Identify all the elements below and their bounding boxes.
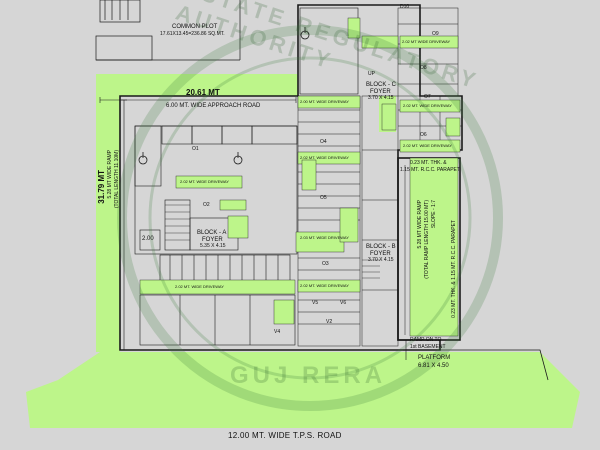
slot-o7: O7 <box>424 94 431 100</box>
slot-up: UP <box>368 71 375 77</box>
common-plot-block <box>95 0 241 61</box>
common-plot-title: COMMON PLOT <box>172 24 218 30</box>
dim-approach-width: 20.61 MT <box>186 88 220 97</box>
slot-v2: V2 <box>326 319 333 325</box>
slot-o2: O2 <box>203 202 210 208</box>
block-a <box>134 125 298 346</box>
driveway-label: 2.00 MT. WIDE DRIVEWAY <box>300 99 349 104</box>
watermark-text-bottom: GUJ RERA <box>230 362 387 389</box>
parapet-top-2: 1.15 MT. R.C.C. PARAPET <box>400 167 460 173</box>
ramp-note-1: RAMP ON TO <box>410 337 442 343</box>
ramp-right-label: 5.28 MT WIDE RAMP <box>417 200 423 249</box>
platform-name: PLATFORM <box>418 355 451 361</box>
ramp-note-2: 1st BASEMENT <box>410 344 446 350</box>
slot-v6: V6 <box>340 300 347 306</box>
road-label: 12.00 MT. WIDE T.P.S. ROAD <box>228 431 342 440</box>
slot-d10: D10 <box>400 4 410 10</box>
common-plot-area: 17.61X13.45=236.86 SQ.MT. <box>160 31 225 37</box>
block-b-name: BLOCK - B <box>366 244 396 250</box>
slot-o5: O5 <box>320 195 327 201</box>
slot-o8: O8 <box>420 65 427 71</box>
block-b-foyer: FOYER <box>370 251 391 257</box>
driveway-label: 2.02 MT. WIDE DRIVEWAY <box>403 143 452 148</box>
block-b-size: 3.70 X 4.15 <box>368 257 394 263</box>
block-a-foyer: FOYER <box>202 237 223 243</box>
dim-left-ramp: 5.28 MT WIDE RAMP <box>107 150 113 199</box>
wheelchair-icon <box>138 27 310 165</box>
stair <box>165 204 380 279</box>
platform-size: 6.81 X 4.50 <box>418 363 449 369</box>
slot-v4: V4 <box>274 329 281 335</box>
green-highlights <box>139 17 461 337</box>
slot-o6: O6 <box>420 132 427 138</box>
driveway-label: 2.02 MT. WIDE DRIVEWAY <box>175 284 224 289</box>
block-a-size: 5.35 X 4.15 <box>200 243 226 249</box>
block-c-foyer: FOYER <box>370 89 391 95</box>
driveway-label: 2.02 MT. WIDE DRIVEWAY <box>403 103 452 108</box>
slot-o1: O1 <box>192 146 199 152</box>
dim-left-ramp-len: (TOTAL LENGTH 11.10M) <box>114 150 120 209</box>
platform <box>400 349 549 381</box>
parapet-bottom: 0.23 MT. THK. & 1.15 MT. R.C.C. PARAPET <box>451 220 457 318</box>
driveway-label: 2.02 MT. WIDE DRIVEWAY <box>300 155 349 160</box>
driveway-label: 2.02 MT WIDE DRIVEWAY <box>402 39 451 44</box>
driveway-label: 2.02 MT. WIDE DRIVEWAY <box>180 179 229 184</box>
block-a-name: BLOCK - A <box>197 230 227 236</box>
driveway-label: 2.03 MT. WIDE DRIVEWAY <box>300 235 349 240</box>
driveway-label: 2.02 MT. WIDE DRIVEWAY <box>300 283 349 288</box>
parapet-top: 0.23 MT. THK. & <box>410 160 447 166</box>
rera-watermark <box>117 25 503 411</box>
dim-2-00: 2.00 <box>142 236 154 242</box>
block-c-size: 3.70 X 4.15 <box>368 95 394 101</box>
ramp-right-length: (TOTAL RAMP LENGTH 15.00 MT) <box>424 200 430 279</box>
slot-o9: O9 <box>432 31 439 37</box>
ramp-right-slope: SLOPE - 1:7 <box>431 200 437 229</box>
slot-o4: O4 <box>320 139 327 145</box>
slot-v5: V5 <box>312 300 319 306</box>
dim-left-main: 31.79 MT <box>97 170 106 204</box>
dimension-lines <box>99 97 407 360</box>
approach-road-label: 6.00 MT. WIDE APPROACH ROAD <box>166 103 261 109</box>
block-c-name: BLOCK - C <box>366 82 397 88</box>
slot-o3: O3 <box>322 261 329 267</box>
